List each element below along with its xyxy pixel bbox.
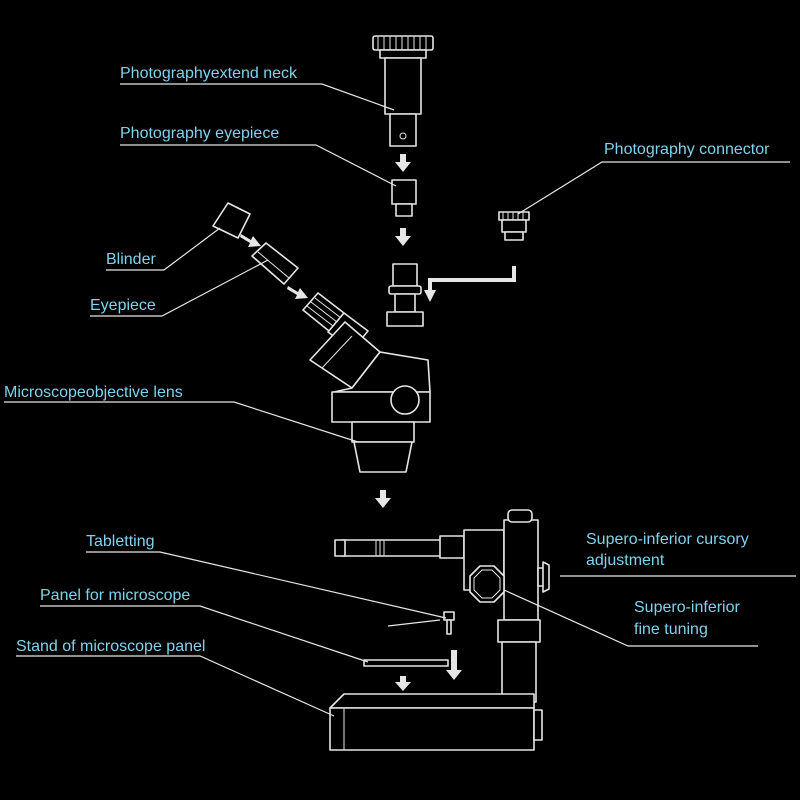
connector-arrow [424, 266, 516, 302]
label-photo-connector: Photography connector [604, 141, 770, 158]
tabletting-clip-part [443, 611, 455, 635]
label-cursory-line2: adjustment [586, 552, 665, 569]
focus-arm-part [334, 509, 550, 621]
label-blinder: Blinder [106, 251, 156, 268]
label-objective-lens: Microscopeobjective lens [4, 384, 183, 401]
panel-part [363, 659, 449, 667]
arrow-down-2 [395, 228, 411, 246]
arrow-eyepiece [287, 286, 308, 299]
label-fine-line2: fine tuning [634, 621, 708, 638]
label-photo-eyepiece: Photography eyepiece [120, 125, 280, 142]
leader-photo-eyepiece [120, 144, 397, 187]
leader-panel [40, 605, 369, 663]
blinder-part [212, 202, 251, 239]
stand-base-part [329, 693, 543, 751]
label-cursory-line1: Supero-inferior cursory [586, 531, 749, 548]
microscope-head-part [309, 321, 431, 473]
label-stand: Stand of microscope panel [16, 638, 206, 655]
leader-extend-neck [120, 83, 395, 111]
trinocular-tube-part [386, 263, 424, 327]
photography-extend-neck-part [372, 35, 434, 147]
eyepiece-cup-part [251, 242, 299, 285]
stand-pillar-part [497, 619, 541, 703]
leader-fine-tuning [503, 589, 758, 647]
leader-photo-connector [517, 161, 790, 215]
leader-tabletting [86, 551, 447, 619]
label-panel: Panel for microscope [40, 587, 191, 604]
label-tabletting: Tabletting [86, 533, 155, 550]
leader-stand [16, 655, 335, 717]
leader-eyepiece [90, 259, 269, 317]
arrow-down-4 [395, 650, 462, 691]
leader-clip-short [387, 619, 441, 627]
arrow-down-3 [375, 490, 391, 508]
arrow-down-1 [395, 154, 411, 172]
label-eyepiece: Eyepiece [90, 297, 156, 314]
leader-blinder [106, 227, 221, 271]
photography-connector-part [498, 211, 530, 241]
label-fine-line1: Supero-inferior [634, 599, 740, 616]
leader-lines [4, 83, 796, 717]
label-extend-neck: Photographyextend neck [120, 65, 298, 82]
arrow-blinder [240, 234, 261, 247]
fine-focus-knob-part [469, 565, 505, 603]
leader-objective [4, 401, 359, 443]
photography-eyepiece-part [391, 179, 417, 217]
